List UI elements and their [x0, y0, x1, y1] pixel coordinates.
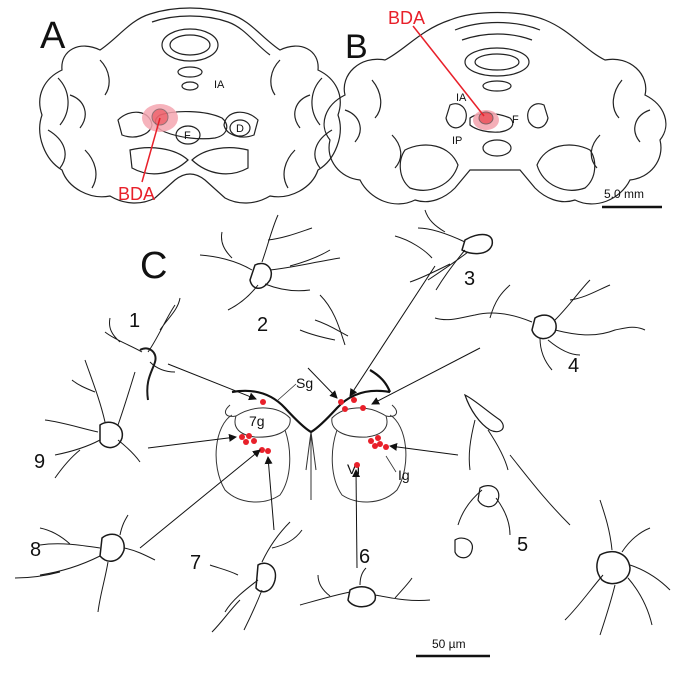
neuron-4 — [434, 279, 646, 371]
panel-b-tracer-core — [478, 111, 494, 125]
panel-b-tracer-pointer — [412, 25, 485, 117]
panel-c-label: C — [140, 245, 167, 287]
panel-c-scale-label: 50 µm — [432, 637, 466, 651]
panel-a-label-d: D — [236, 123, 244, 135]
neuron-number-2: 2 — [257, 314, 268, 336]
panel-a-label-f: F — [184, 130, 191, 142]
panel-a-label: A — [40, 15, 66, 57]
panel-b: B IA F IP BDA 5.0 mm — [323, 8, 667, 209]
region-label-7g: 7g — [249, 413, 265, 429]
ig-label-pointer — [385, 455, 397, 473]
panel-b-tracer-label: BDA — [388, 8, 425, 28]
sg-boundary-right — [310, 389, 391, 433]
panel-a-label-ia: IA — [214, 79, 225, 91]
panel-a-cerebellum-outline — [39, 7, 341, 204]
panel-b-label: B — [345, 28, 368, 66]
panel-a-tracer-pointer — [141, 117, 161, 183]
neuron-number-9: 9 — [34, 451, 45, 473]
panel-c: C Sg 7g VI Ig — [14, 209, 671, 658]
neuron-arrows — [139, 265, 481, 569]
panel-b-label-ia: IA — [456, 92, 467, 104]
panel-b-label-ip: IP — [452, 135, 462, 147]
labeled-cells — [239, 397, 389, 468]
panel-a: A IA F D BDA — [39, 7, 341, 204]
neuron-number-7: 7 — [190, 552, 201, 574]
neuron-3 — [394, 209, 493, 291]
panel-b-scale-label: 5.0 mm — [604, 187, 644, 201]
neuron-6 — [299, 567, 431, 608]
neuron-8 — [14, 514, 156, 613]
panel-b-cerebellum-outline — [323, 11, 667, 205]
neuron-7 — [209, 521, 303, 633]
neuron-1 — [104, 297, 181, 401]
neuron-number-1: 1 — [129, 310, 140, 332]
neuron-number-8: 8 — [30, 539, 41, 561]
region-label-sg: Sg — [296, 375, 313, 391]
neuron-number-5: 5 — [517, 534, 528, 556]
sg-curl-right — [369, 369, 392, 393]
neuron-drawings — [14, 209, 671, 636]
sg-label-pointer — [277, 383, 297, 401]
neuron-number-3: 3 — [464, 268, 475, 290]
panel-b-label-f: F — [512, 114, 519, 126]
panel-a-tracer-core — [151, 108, 169, 126]
neuron-5 — [454, 393, 671, 636]
nucleus-schematic — [215, 404, 407, 503]
neuron-number-6: 6 — [359, 546, 370, 568]
neuron-number-4: 4 — [568, 355, 579, 377]
sg-boundary-left — [231, 389, 312, 433]
neuron-2 — [199, 214, 349, 346]
neuron-9 — [44, 359, 141, 479]
panel-a-tracer-label: BDA — [118, 184, 155, 204]
region-label-ig: Ig — [398, 467, 410, 483]
